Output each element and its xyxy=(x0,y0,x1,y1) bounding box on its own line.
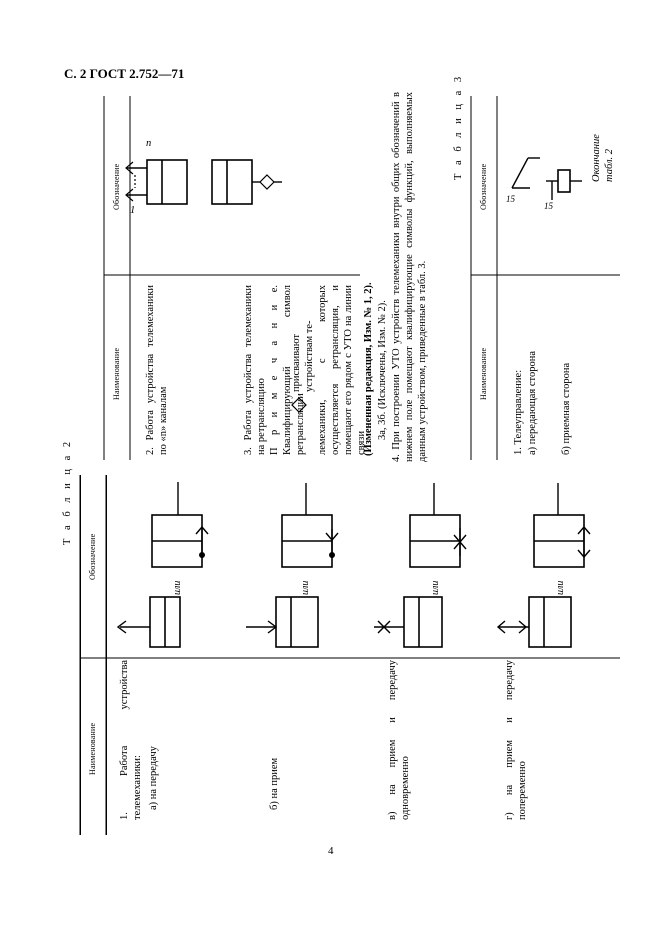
symbol-one-label: 1 xyxy=(130,205,136,216)
page-header: С. 2 ГОСТ 2.752—71 xyxy=(64,66,185,81)
page-number: 4 xyxy=(328,845,334,857)
symbol-n-label: n xyxy=(146,138,152,149)
code-15-b: 15 xyxy=(544,201,553,211)
code-15-a: 15 xyxy=(506,194,515,204)
